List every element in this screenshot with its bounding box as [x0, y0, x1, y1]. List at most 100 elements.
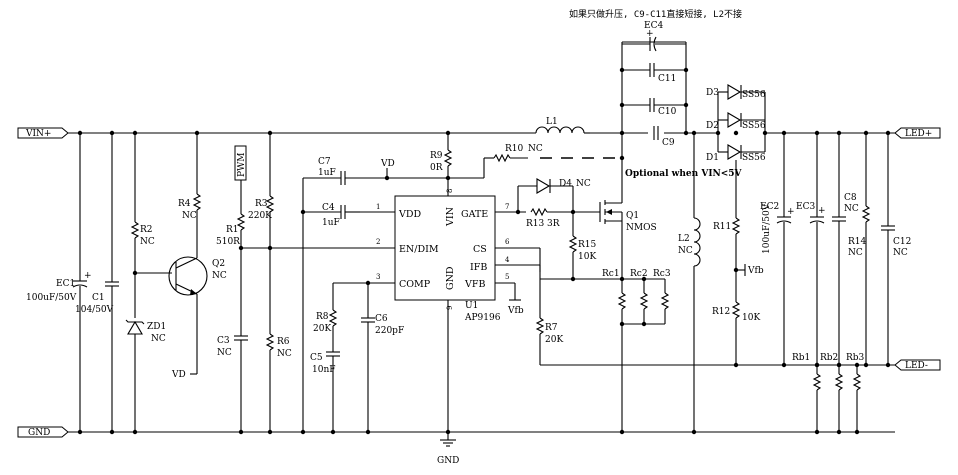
svg-text:10nF: 10nF [312, 365, 336, 375]
svg-text:NC: NC [217, 348, 232, 358]
r6-resistor: R6 NC [266, 248, 292, 435]
svg-text:VIN: VIN [445, 207, 456, 227]
rc2-resistor: Rc2 [630, 269, 648, 324]
svg-text:L2: L2 [678, 234, 690, 244]
q2-transistor: Q2 NC VD [135, 245, 227, 380]
svg-text:+: + [84, 271, 92, 281]
svg-text:Rb2: Rb2 [820, 353, 838, 363]
svg-text:D1: D1 [706, 153, 719, 163]
svg-text:NC: NC [182, 211, 197, 221]
rc1-resistor: Rc1 [602, 269, 626, 324]
svg-text:C11: C11 [658, 74, 676, 84]
r9-resistor: R9 0R [430, 130, 452, 196]
svg-text:C4: C4 [322, 203, 335, 213]
svg-text:C9: C9 [662, 138, 675, 148]
r13-resistor: R13 3R [526, 208, 600, 229]
svg-text:C5: C5 [310, 353, 323, 363]
svg-text:Q2: Q2 [212, 259, 225, 269]
svg-text:0R: 0R [430, 163, 443, 173]
svg-text:Rb1: Rb1 [792, 353, 810, 363]
r2-resistor: R2 NC [131, 130, 155, 318]
svg-text:IFB: IFB [470, 262, 487, 273]
svg-text:2: 2 [376, 238, 380, 246]
svg-text:+: + [646, 29, 654, 39]
d3-diode: D3 SS56 [706, 84, 766, 100]
svg-text:GND: GND [445, 266, 456, 290]
c5-capacitor: C5 10nF [310, 351, 341, 435]
svg-text:20K: 20K [545, 335, 563, 345]
svg-text:R11: R11 [713, 222, 731, 232]
d4-diode: D4 NC [517, 178, 591, 212]
led-minus-port: LED- [894, 359, 941, 371]
note-text: 如果只做升压, C9-C11直接短接, L2不接 [569, 8, 742, 20]
r14-resistor: R14 NC [848, 130, 870, 368]
l2-inductor: L2 NC [678, 130, 701, 435]
led-plus-port: LED+ [894, 127, 941, 139]
svg-text:R10: R10 [505, 144, 524, 154]
svg-text:100uF/50V: 100uF/50V [26, 293, 77, 303]
svg-text:NC: NC [528, 144, 543, 154]
r12-resistor: R12 10K [712, 301, 760, 368]
svg-text:SS56: SS56 [742, 153, 766, 163]
svg-text:+: + [818, 206, 826, 216]
c11-capacitor: C11 [619, 62, 689, 84]
svg-text:3: 3 [376, 273, 380, 281]
svg-text:LED-: LED- [905, 361, 928, 371]
ec4-capacitor: + EC4 [622, 21, 686, 52]
svg-text:1uF: 1uF [322, 218, 340, 228]
q1-nmos: Q1 NMOS [599, 200, 657, 233]
svg-text:NC: NC [893, 248, 908, 258]
svg-text:GND: GND [437, 456, 459, 466]
svg-text:R13: R13 [526, 219, 545, 229]
svg-text:EC4: EC4 [644, 21, 663, 31]
l1-inductor: L1 [535, 117, 590, 134]
svg-text:C1: C1 [92, 293, 105, 303]
r10-resistor: R10 NC [448, 144, 622, 179]
svg-text:20K: 20K [313, 324, 331, 334]
d1-diode: D1 SS56 [706, 144, 766, 163]
svg-text:R8: R8 [316, 312, 329, 322]
svg-text:R3: R3 [255, 199, 268, 209]
svg-text:GND: GND [28, 428, 50, 438]
svg-text:R9: R9 [430, 151, 443, 161]
svg-text:AP9196: AP9196 [464, 313, 501, 323]
svg-text:VD: VD [171, 370, 186, 380]
svg-text:C3: C3 [217, 336, 230, 346]
svg-text:6: 6 [505, 238, 510, 246]
vd-label: VD [380, 159, 395, 169]
svg-text:Q1: Q1 [626, 211, 639, 221]
svg-text:NC: NC [140, 237, 155, 247]
gnd-bottom-symbol: GND [437, 439, 459, 466]
svg-text:D4: D4 [559, 179, 572, 189]
c6-capacitor: C6 220pF [360, 283, 404, 435]
svg-text:Rc1: Rc1 [602, 269, 620, 279]
svg-text:NC: NC [844, 204, 859, 214]
svg-text:NC: NC [576, 179, 591, 189]
svg-text:CS: CS [473, 244, 487, 255]
r8-resistor: R8 20K [313, 283, 337, 352]
vfb-label-ic: Vfb [507, 306, 524, 316]
svg-text:SS56: SS56 [742, 90, 766, 100]
svg-text:Rb3: Rb3 [846, 353, 865, 363]
svg-text:R12: R12 [712, 307, 730, 317]
svg-text:R4: R4 [178, 199, 191, 209]
svg-text:L1: L1 [546, 117, 558, 127]
vin-plus-port: VIN+ [17, 127, 69, 139]
r4-resistor: R4 NC [178, 130, 201, 245]
svg-text:VFB: VFB [464, 279, 485, 290]
svg-text:220pF: 220pF [375, 326, 404, 336]
svg-text:220K: 220K [248, 211, 272, 221]
rb2-resistor: Rb2 [820, 353, 843, 435]
svg-text:510R: 510R [216, 237, 240, 247]
svg-text:EC1: EC1 [56, 279, 75, 289]
svg-text:Rc3: Rc3 [653, 269, 671, 279]
svg-text:NC: NC [277, 349, 292, 359]
svg-text:EN/DIM: EN/DIM [399, 244, 439, 255]
ec3-capacitor: + EC3 [796, 130, 826, 368]
svg-text:LED+: LED+ [905, 129, 932, 139]
ec2-capacitor: + EC2 100uF/50V [760, 130, 795, 368]
svg-text:8: 8 [446, 189, 454, 193]
svg-text:9: 9 [446, 306, 454, 310]
d2-diode: D2 SS56 [706, 112, 766, 131]
